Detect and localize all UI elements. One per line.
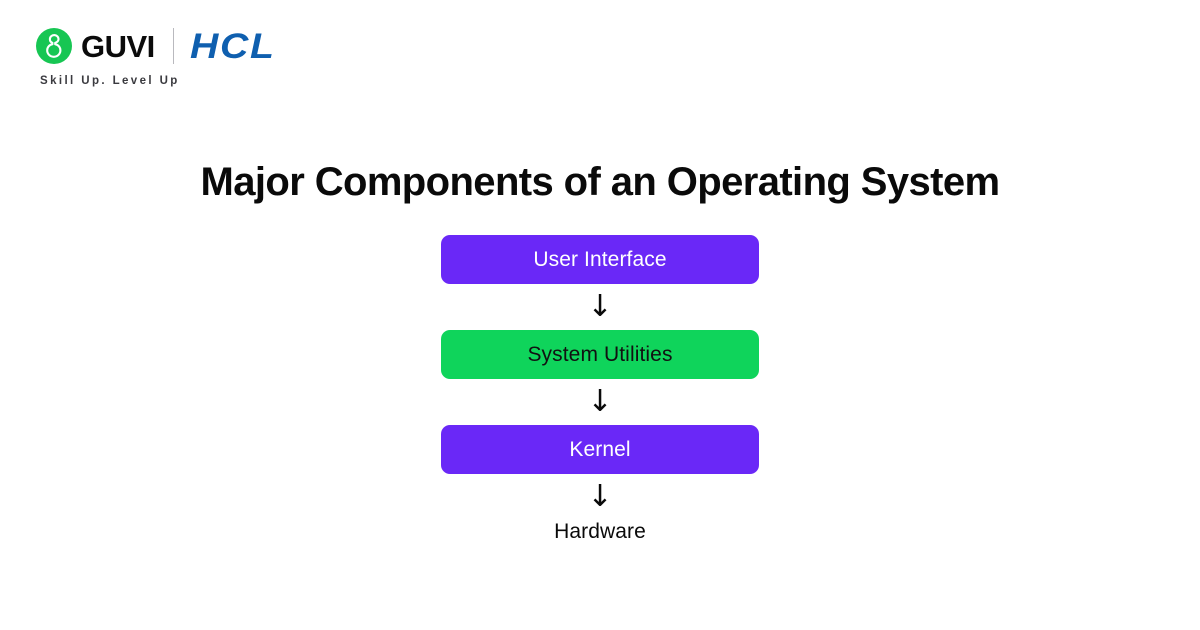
flow-arrow-2-down-icon: ↓ <box>587 384 613 419</box>
flow-node-label: User Interface <box>533 247 667 271</box>
brand-logo-row: GUVI HCL <box>36 24 274 68</box>
page-title: Major Components of an Operating System <box>200 159 1001 204</box>
os-components-flow-diagram: User Interface ↓ System Utilities ↓ Kern… <box>441 235 759 544</box>
brand-tagline: Skill Up. Level Up <box>40 75 180 87</box>
guvi-wordmark: GUVI <box>81 28 155 64</box>
flow-node-user-interface: User Interface <box>441 235 759 284</box>
brand-divider <box>172 28 174 64</box>
flow-node-kernel: Kernel <box>441 425 759 474</box>
guvi-g-mark-icon <box>36 28 72 64</box>
flow-arrow-3-down-icon: ↓ <box>587 479 613 514</box>
flow-arrow-1-down-icon: ↓ <box>587 289 613 324</box>
flow-node-label: Hardware <box>554 520 646 543</box>
brand-header: GUVI HCL Skill Up. Level Up <box>36 24 274 87</box>
flow-node-hardware: Hardware <box>441 520 759 544</box>
flow-node-label: System Utilities <box>527 342 673 366</box>
hcl-wordmark: HCL <box>189 26 276 66</box>
flow-node-system-utilities: System Utilities <box>441 330 759 379</box>
flow-node-label: Kernel <box>569 437 631 461</box>
